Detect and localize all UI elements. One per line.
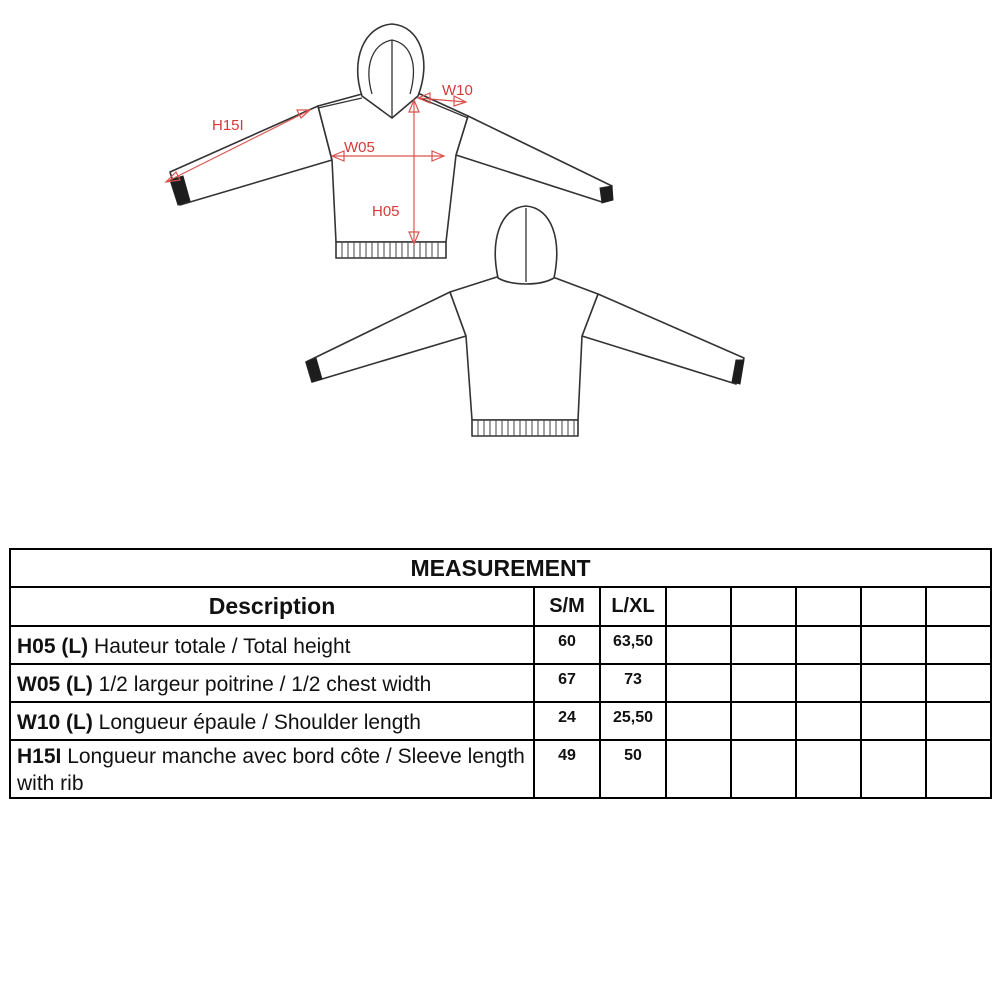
empty-cell bbox=[665, 663, 732, 703]
table-title-row: MEASUREMENT bbox=[8, 548, 993, 588]
row-text: Longueur épaule / Shoulder length bbox=[98, 710, 421, 734]
front-view-drawing bbox=[169, 23, 614, 259]
back-view-drawing bbox=[305, 205, 745, 437]
measurement-callouts: H15I W05 W10 H05 bbox=[164, 82, 473, 246]
empty-cell bbox=[860, 663, 927, 703]
row-text: 1/2 largeur poitrine / 1/2 chest width bbox=[98, 672, 432, 696]
table-row: H15I Longueur manche avec bord côte / Sl… bbox=[9, 739, 993, 799]
empty-cell bbox=[795, 701, 862, 741]
row-code: H05 (L) bbox=[17, 634, 89, 658]
empty-cell bbox=[924, 701, 993, 741]
empty-cell bbox=[665, 701, 732, 741]
header-size-empty bbox=[860, 586, 927, 627]
shoulder-measure-label: W10 bbox=[442, 82, 473, 99]
row-text: Longueur manche avec bord côte / Sleeve … bbox=[17, 745, 525, 795]
table-row: W10 (L) Longueur épaule / Shoulder lengt… bbox=[9, 701, 993, 741]
header-description: Description bbox=[9, 586, 535, 627]
header-size-empty bbox=[924, 586, 993, 627]
empty-cell bbox=[924, 625, 993, 665]
value-sm: 60 bbox=[533, 625, 601, 665]
measurement-table: MEASUREMENT Description S/M L/XL H05 (L)… bbox=[8, 548, 993, 799]
header-size-empty bbox=[730, 586, 797, 627]
row-code: H15I bbox=[17, 745, 62, 768]
garment-technical-sketch: H15I W05 W10 H05 bbox=[164, 23, 745, 437]
empty-cell bbox=[860, 701, 927, 741]
height-measure-label: H05 bbox=[372, 203, 400, 220]
header-size-empty bbox=[665, 586, 732, 627]
value-sm: 49 bbox=[533, 739, 601, 799]
row-description: H05 (L) Hauteur totale / Total height bbox=[9, 625, 535, 665]
value-lxl: 73 bbox=[599, 663, 667, 703]
value-lxl: 25,50 bbox=[599, 701, 667, 741]
table-header-row: Description S/M L/XL bbox=[9, 586, 993, 627]
header-size-sm: S/M bbox=[533, 586, 601, 627]
empty-cell bbox=[924, 663, 993, 703]
empty-cell bbox=[665, 739, 732, 799]
empty-cell bbox=[860, 625, 927, 665]
empty-cell bbox=[795, 739, 862, 799]
row-code: W10 (L) bbox=[17, 710, 93, 734]
row-description: H15I Longueur manche avec bord côte / Sl… bbox=[9, 739, 535, 799]
empty-cell bbox=[795, 625, 862, 665]
empty-cell bbox=[665, 625, 732, 665]
row-description: W05 (L) 1/2 largeur poitrine / 1/2 chest… bbox=[9, 663, 535, 703]
row-code: W05 (L) bbox=[17, 672, 93, 696]
value-sm: 67 bbox=[533, 663, 601, 703]
empty-cell bbox=[730, 663, 797, 703]
table-title: MEASUREMENT bbox=[8, 548, 993, 588]
empty-cell bbox=[730, 625, 797, 665]
empty-cell bbox=[860, 739, 927, 799]
row-text: Hauteur totale / Total height bbox=[94, 634, 351, 658]
value-sm: 24 bbox=[533, 701, 601, 741]
sleeve-measure-label: H15I bbox=[212, 117, 244, 134]
value-lxl: 50 bbox=[599, 739, 667, 799]
table-row: H05 (L) Hauteur totale / Total height 60… bbox=[9, 625, 993, 665]
table-row: W05 (L) 1/2 largeur poitrine / 1/2 chest… bbox=[9, 663, 993, 703]
chest-measure-label: W05 bbox=[344, 139, 375, 156]
header-size-lxl: L/XL bbox=[599, 586, 667, 627]
empty-cell bbox=[924, 739, 993, 799]
empty-cell bbox=[795, 663, 862, 703]
empty-cell bbox=[730, 701, 797, 741]
empty-cell bbox=[730, 739, 797, 799]
value-lxl: 63,50 bbox=[599, 625, 667, 665]
header-size-empty bbox=[795, 586, 862, 627]
row-description: W10 (L) Longueur épaule / Shoulder lengt… bbox=[9, 701, 535, 741]
